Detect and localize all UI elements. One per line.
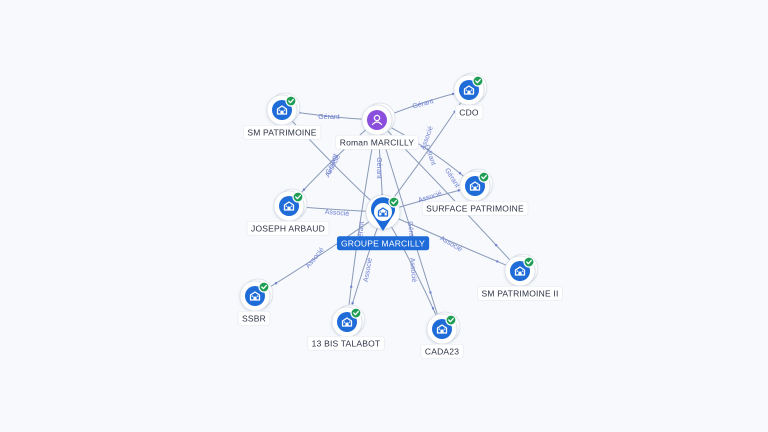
edge-label: Gérant bbox=[357, 221, 366, 243]
node-talabot[interactable]: 13 BIS TALABOT bbox=[307, 304, 385, 351]
edge-label: Associé bbox=[438, 235, 463, 253]
building-icon bbox=[276, 105, 288, 115]
node-label-bg bbox=[421, 200, 529, 216]
node-label-text: CDO bbox=[459, 107, 479, 117]
node-surface[interactable]: SURFACE PATRIMOINE bbox=[421, 168, 529, 216]
node-smpat[interactable]: SM PATRIMOINE bbox=[243, 92, 322, 140]
building-icon bbox=[469, 181, 481, 191]
node-label-bg bbox=[237, 310, 271, 326]
node-label: Roman MARCILLY bbox=[335, 134, 419, 150]
node-label: GROUPE MARCILLY bbox=[336, 236, 430, 251]
node-label-text: SM PATRIMOINE II bbox=[481, 288, 558, 298]
check-badge-icon bbox=[472, 75, 484, 87]
node-label: CDO bbox=[454, 104, 484, 120]
building-icon bbox=[283, 201, 295, 211]
node-label-bg bbox=[243, 124, 322, 140]
edge-label: Associé bbox=[305, 247, 326, 270]
node-disc bbox=[272, 100, 292, 120]
node-label-text: JOSEPH ARBAUD bbox=[251, 223, 325, 233]
building-icon bbox=[514, 266, 526, 276]
building-icon bbox=[341, 317, 353, 327]
node-disc bbox=[510, 261, 530, 281]
check-badge-icon bbox=[388, 196, 400, 208]
node-smpat2[interactable]: SM PATRIMOINE II bbox=[477, 253, 563, 301]
nodes-layer: Roman MARCILLY GROUPE MARCILLY SM PATRIMOI… bbox=[237, 72, 563, 359]
edge-arrow-dot bbox=[274, 282, 278, 285]
node-label: 13 BIS TALABOT bbox=[307, 335, 385, 351]
edge-arrow-dot bbox=[431, 307, 435, 310]
node-cada[interactable]: CADA23 bbox=[420, 311, 464, 359]
node-disc bbox=[465, 176, 485, 196]
user-icon bbox=[371, 114, 383, 126]
node-disc bbox=[245, 286, 265, 306]
building-icon bbox=[377, 207, 389, 217]
edge-label: Gérant bbox=[406, 221, 415, 243]
edge-arrow-dot bbox=[496, 260, 499, 263]
node-roman[interactable]: Roman MARCILLY bbox=[335, 102, 419, 150]
edge-arrow-dot bbox=[350, 285, 353, 289]
edge-line bbox=[382, 211, 521, 272]
node-label-text: SM PATRIMOINE bbox=[247, 127, 316, 137]
edge-label: Gérant bbox=[443, 167, 460, 189]
edge-arrow-dot bbox=[494, 243, 498, 247]
edge-arrow-dot bbox=[457, 189, 460, 192]
node-disc bbox=[459, 80, 479, 100]
node-label: SM PATRIMOINE bbox=[243, 124, 322, 140]
node-groupe[interactable]: GROUPE MARCILLY bbox=[336, 194, 430, 251]
node-label-text: GROUPE MARCILLY bbox=[341, 238, 425, 248]
node-label: SM PATRIMOINE II bbox=[477, 285, 563, 301]
node-joseph[interactable]: JOSEPH ARBAUD bbox=[246, 188, 330, 236]
check-badge-icon bbox=[478, 171, 490, 183]
check-badge-icon bbox=[258, 281, 270, 293]
node-cdo[interactable]: CDO bbox=[453, 72, 488, 120]
node-label: CADA23 bbox=[420, 343, 464, 359]
node-disc bbox=[279, 196, 299, 216]
edge-arrow-dot bbox=[458, 172, 462, 175]
edge-label: Associé bbox=[408, 258, 417, 283]
node-label-bg bbox=[246, 220, 330, 236]
node-label-bg bbox=[454, 104, 484, 120]
node-label: SSBR bbox=[237, 310, 271, 326]
node-label-text: CADA23 bbox=[425, 346, 459, 356]
edge-arrow-dot bbox=[451, 92, 455, 96]
node-label: JOSEPH ARBAUD bbox=[246, 220, 330, 236]
edge-label: Gérant bbox=[318, 114, 339, 121]
check-badge-icon bbox=[445, 314, 457, 326]
check-badge-icon bbox=[285, 95, 297, 107]
building-icon bbox=[249, 291, 261, 301]
node-disc bbox=[432, 319, 452, 339]
building-icon bbox=[463, 85, 475, 95]
check-badge-icon bbox=[292, 191, 304, 203]
node-label-text: SURFACE PATRIMOINE bbox=[426, 203, 524, 213]
node-label-text: Roman MARCILLY bbox=[340, 137, 415, 147]
node-label-bg bbox=[336, 236, 430, 251]
edge-label: Associé bbox=[420, 125, 435, 151]
edge-label: Associé bbox=[363, 257, 374, 282]
edge-arrow-dot bbox=[351, 301, 354, 305]
node-label-text: 13 BIS TALABOT bbox=[312, 338, 381, 348]
node-label: SURFACE PATRIMOINE bbox=[421, 200, 529, 216]
check-badge-icon bbox=[523, 256, 535, 268]
edge-label: Associé bbox=[324, 209, 349, 218]
node-label-text: SSBR bbox=[242, 313, 266, 323]
edge-arrow-dot bbox=[302, 188, 306, 191]
node-label-bg bbox=[307, 335, 385, 351]
node-disc bbox=[337, 312, 357, 332]
node-label-bg bbox=[420, 343, 464, 359]
node-label-bg bbox=[477, 285, 563, 301]
edge-label: Gérant bbox=[375, 157, 382, 178]
node-ssbr[interactable]: SSBR bbox=[237, 278, 274, 326]
edge-arrow-dot bbox=[429, 291, 432, 294]
node-label-bg bbox=[335, 134, 419, 150]
check-badge-icon bbox=[350, 307, 362, 319]
building-icon bbox=[436, 324, 448, 334]
edge-label: Gérant bbox=[412, 98, 435, 110]
